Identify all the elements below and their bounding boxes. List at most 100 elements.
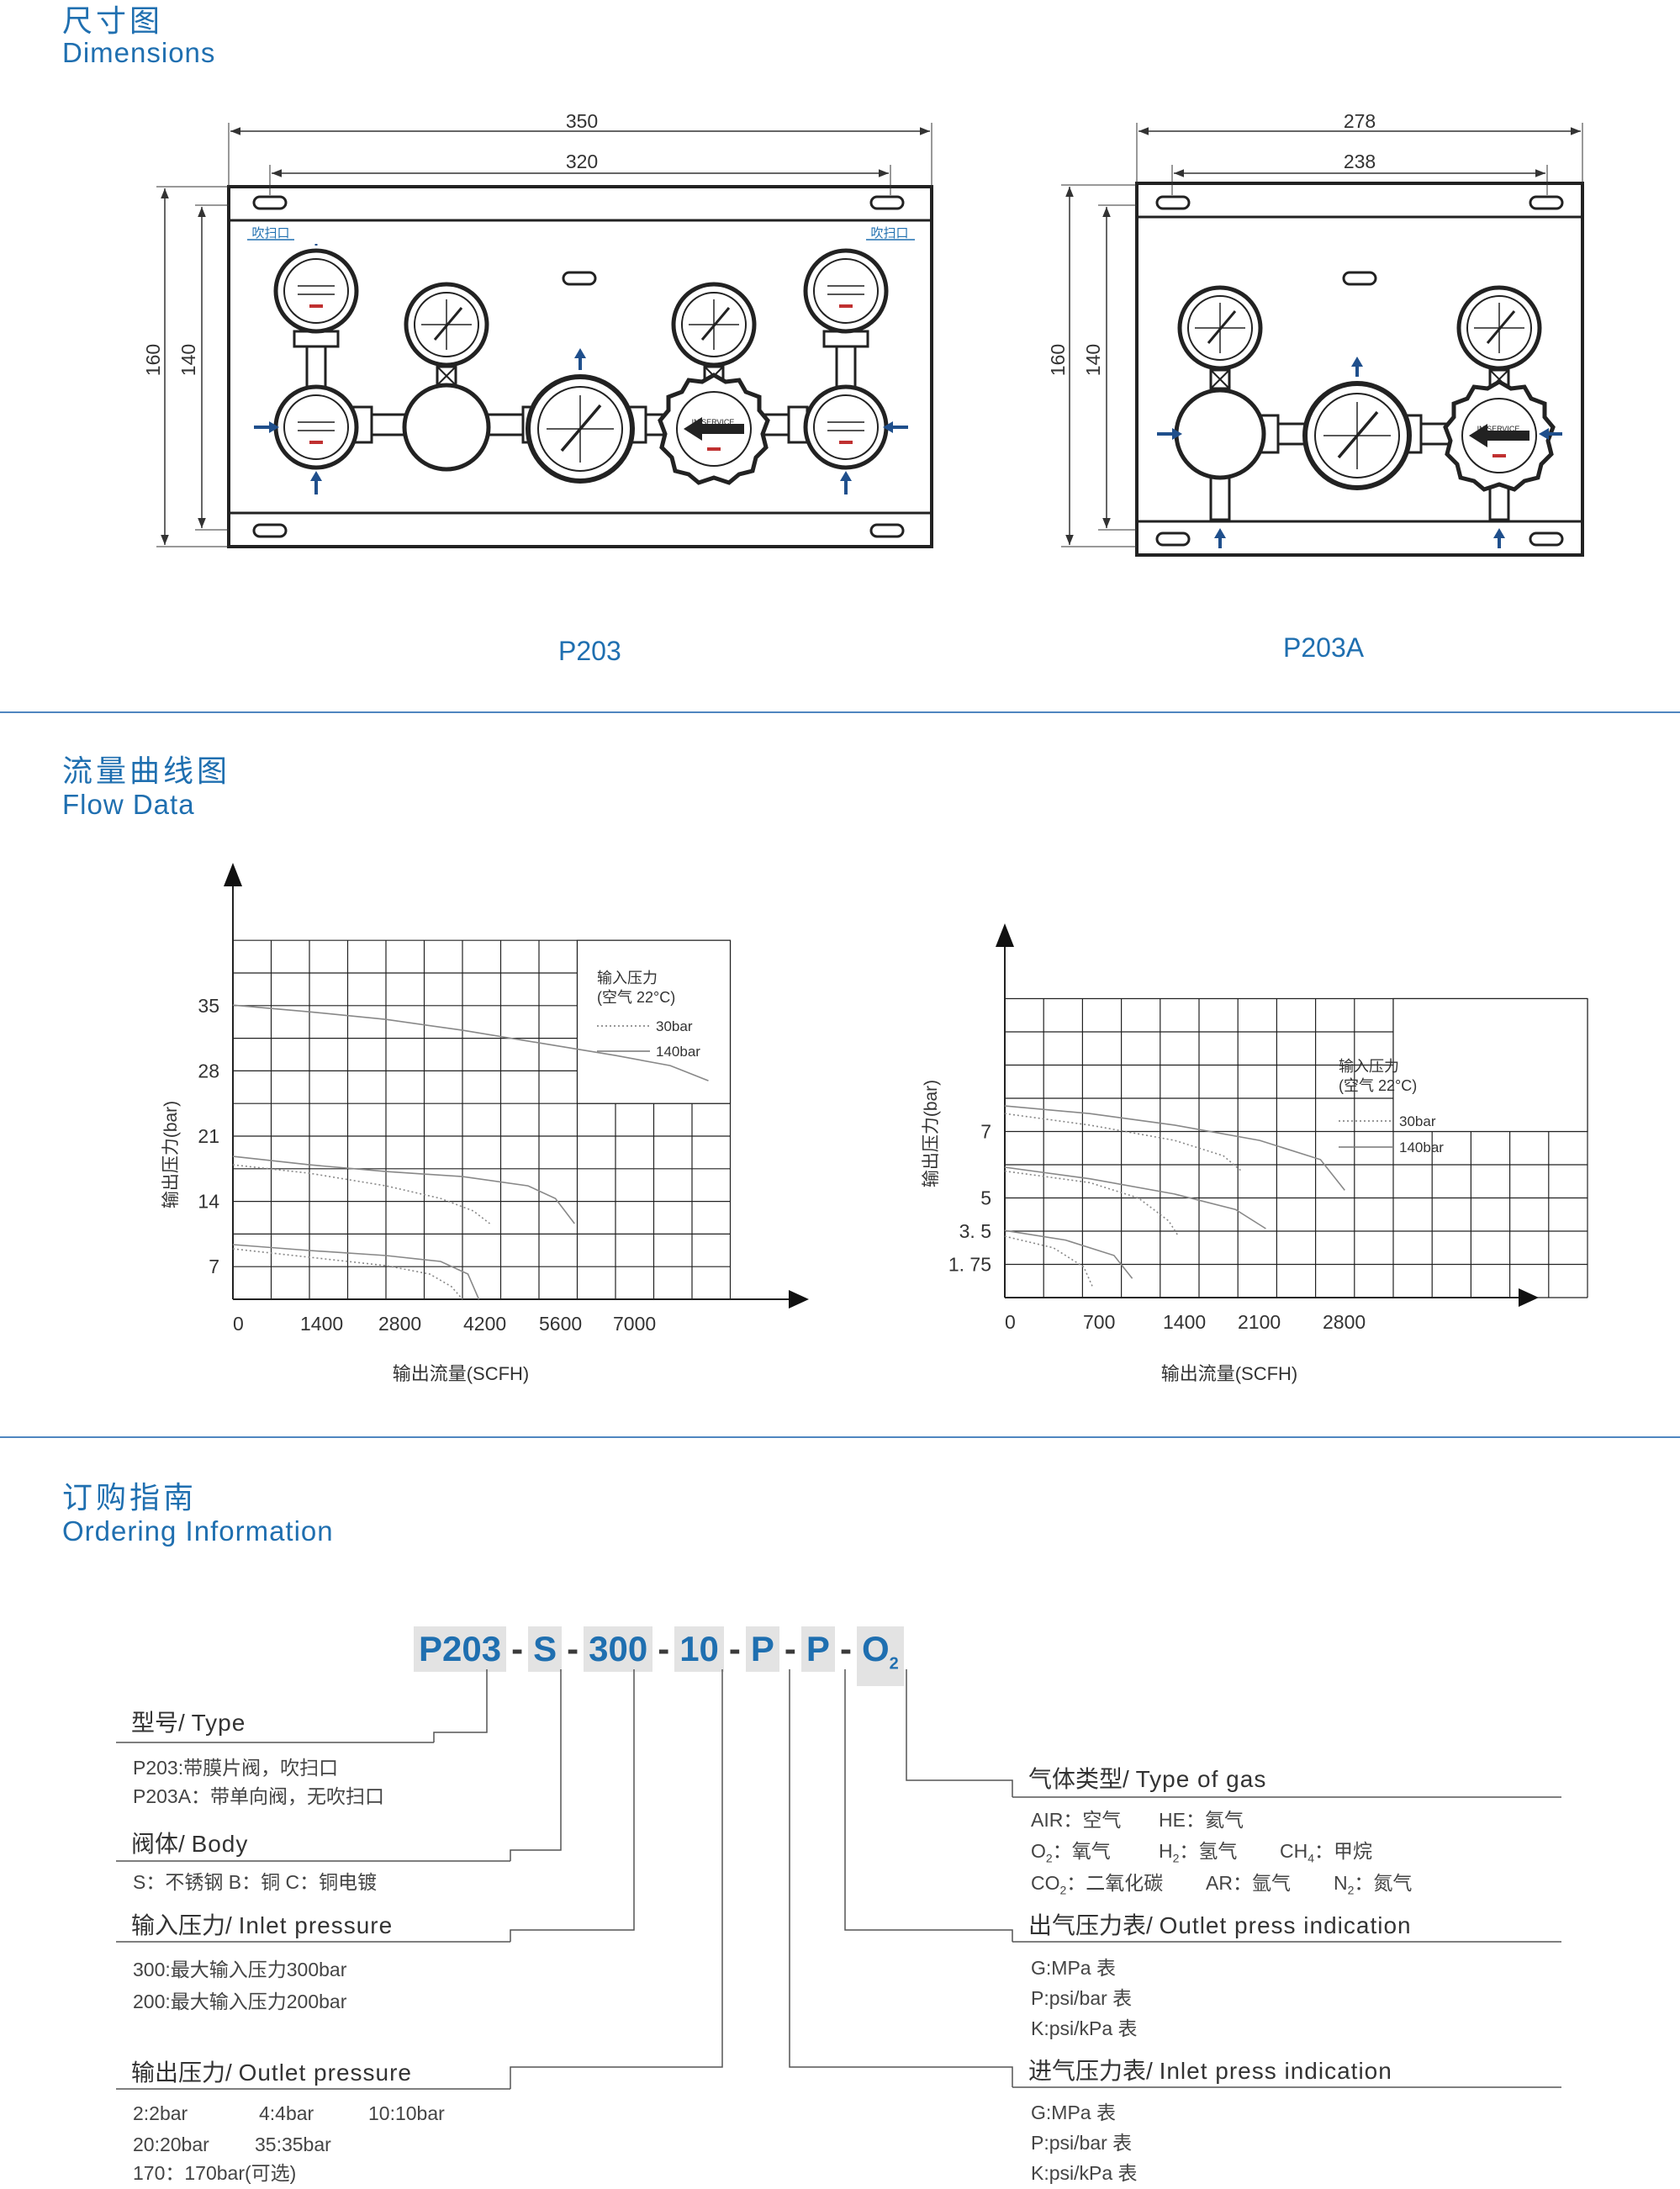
gas-o2-symbol: O xyxy=(1031,1840,1046,1862)
p203a-width-inner: 238 xyxy=(1344,151,1376,172)
x-tick-label: 1400 xyxy=(300,1313,343,1335)
curve-140bar xyxy=(232,1244,480,1300)
body-label-en: Body xyxy=(191,1831,249,1857)
chart1-ylabel: 输出压力(bar) xyxy=(161,1101,181,1208)
code-dash: - xyxy=(511,1629,524,1668)
section-divider-1 xyxy=(0,711,1680,713)
gas-ar: AR：氩气 xyxy=(1206,1872,1291,1894)
gas-air: AIR：空气 xyxy=(1031,1809,1122,1831)
inlet-pressure-label-cn: 输入压力/ xyxy=(131,1912,232,1938)
gas-n2: N2：氮气 xyxy=(1334,1868,1412,1906)
gas-n2-name: ：氮气 xyxy=(1354,1872,1413,1894)
gas-o2-sub: 2 xyxy=(1045,1851,1053,1865)
p203a-height-outer: 160 xyxy=(1047,344,1069,376)
p203a-width-outer: 278 xyxy=(1344,110,1376,132)
inlet-pressure-label-en: Inlet pressure xyxy=(238,1912,394,1938)
chart2-y-arrow xyxy=(996,923,1014,947)
outlet-pressure-r1c1: 2:2bar xyxy=(133,2102,188,2124)
chart2-legend-title: 输入压力 xyxy=(1339,1058,1399,1075)
chart1-x-arrow xyxy=(789,1290,809,1309)
body-desc-1: S：不锈钢 B：铜 C：铜电镀 xyxy=(133,1871,378,1893)
outlet-indication-k: K:psi/kPa 表 xyxy=(1031,2017,1138,2039)
type-label-en: Type xyxy=(191,1710,246,1736)
chart2-legend-140bar: 140bar xyxy=(1399,1139,1444,1155)
y-tick-label: 28 xyxy=(198,1060,219,1081)
inlet-indication-label-cn: 进气压力表/ xyxy=(1028,2058,1153,2084)
p203a-height-inner: 140 xyxy=(1082,344,1104,376)
inlet-indication-label-en: Inlet press indication xyxy=(1159,2058,1392,2084)
chart1-legend-140bar: 140bar xyxy=(656,1044,700,1060)
outlet-indication-label: 出气压力表/ Outlet press indication xyxy=(1028,1907,1412,1941)
flow-heading-cn: 流量曲线图 xyxy=(62,753,231,788)
gas-ch4-name: ：甲烷 xyxy=(1314,1840,1373,1862)
p203-purge-left: 吹扫口 xyxy=(251,226,289,241)
gas-type-label: 气体类型/ Type of gas xyxy=(1028,1761,1266,1795)
curve-30bar xyxy=(232,1248,463,1300)
dimensions-heading-cn: 尺寸图 xyxy=(62,3,164,38)
chart1-legend-30bar: 30bar xyxy=(656,1018,693,1034)
y-tick-label: 21 xyxy=(198,1125,219,1147)
y-tick-label: 7 xyxy=(980,1121,991,1143)
curve-140bar xyxy=(1004,1229,1133,1279)
gas-co2: CO2：二氧化碳 xyxy=(1031,1868,1163,1906)
x-tick-label: 2800 xyxy=(1323,1311,1366,1333)
y-tick-label: 35 xyxy=(198,995,219,1017)
type-label: 型号/ Type xyxy=(131,1705,246,1738)
outlet-indication-p: P:psi/bar 表 xyxy=(1031,1987,1133,2009)
gas-co2-name: ：二氧化碳 xyxy=(1066,1872,1164,1894)
chart1-xlabel: 输出流量(SCFH) xyxy=(393,1363,530,1384)
outlet-indication-g: G:MPa 表 xyxy=(1031,1957,1116,1979)
code-seg-inlet: 300 xyxy=(584,1626,653,1672)
type-desc-1: P203:带膜片阀，吹扫口 xyxy=(133,1757,339,1779)
chart1-curves xyxy=(232,1004,709,1300)
inlet-pressure-desc-2: 200:最大输入压力200bar xyxy=(133,1991,347,2012)
code-seg-body: S xyxy=(528,1626,563,1672)
gas-ch4-sub: 4 xyxy=(1308,1851,1315,1865)
code-dash: - xyxy=(658,1629,670,1668)
ordering-leader-lines xyxy=(116,1669,1561,2090)
gas-h2-sub: 2 xyxy=(1172,1851,1180,1865)
outlet-pressure-r2c1: 20:20bar xyxy=(133,2133,209,2155)
code-seg-outlet-gauge: P xyxy=(800,1626,835,1672)
gas-ch4: CH4：甲烷 xyxy=(1280,1836,1372,1874)
chart1-legend-title: 输入压力 xyxy=(597,970,658,986)
code-dash: - xyxy=(567,1629,579,1668)
curve-140bar xyxy=(232,1004,709,1081)
code-dash: - xyxy=(839,1629,852,1668)
inlet-pressure-label: 输入压力/ Inlet pressure xyxy=(131,1907,393,1941)
code-gas-symbol: O xyxy=(861,1629,890,1668)
body-label-cn: 阀体/ xyxy=(131,1831,185,1857)
dimension-drawings: IN SERVICE IN SERVICE 350 320 160 140 吹扫… xyxy=(142,110,1584,557)
p203-width-inner: 320 xyxy=(566,151,598,172)
outlet-pressure-label-en: Outlet pressure xyxy=(238,2059,412,2086)
chart1-legend-subtitle: (空气 22°C) xyxy=(597,989,675,1006)
y-tick-label: 5 xyxy=(980,1187,991,1209)
p203-height-inner: 140 xyxy=(177,344,199,376)
inlet-indication-label: 进气压力表/ Inlet press indication xyxy=(1028,2053,1392,2086)
inlet-indication-k: K:psi/kPa 表 xyxy=(1031,2162,1138,2184)
code-seg-gas: O2 xyxy=(856,1626,904,1687)
curve-30bar xyxy=(1004,1113,1243,1172)
gas-n2-symbol: N xyxy=(1334,1872,1348,1894)
flow-heading-en: Flow Data xyxy=(62,789,195,820)
chart1-y-arrow xyxy=(224,863,242,886)
section-divider-2 xyxy=(0,1436,1680,1438)
legend-box xyxy=(1392,997,1588,1133)
code-seg-outlet: 10 xyxy=(674,1626,724,1672)
outlet-pressure-r2c2: 35:35bar xyxy=(255,2133,331,2155)
code-seg-inlet-gauge: P xyxy=(745,1626,779,1672)
inlet-indication-g: G:MPa 表 xyxy=(1031,2102,1116,2123)
gas-o2: O2：氧气 xyxy=(1031,1836,1111,1874)
y-tick-label: 14 xyxy=(198,1191,219,1213)
chart2-legend-subtitle: (空气 22°C) xyxy=(1339,1077,1417,1094)
code-seg-model: P203 xyxy=(414,1626,507,1672)
outlet-pressure-label-cn: 输出压力/ xyxy=(131,2059,232,2086)
x-tick-label: 0 xyxy=(233,1313,244,1335)
x-tick-label: 5600 xyxy=(539,1313,582,1335)
p203-height-outer: 160 xyxy=(142,344,164,376)
outlet-pressure-r3c1: 170：170bar(可选) xyxy=(133,2162,297,2184)
x-tick-label: 2100 xyxy=(1238,1311,1281,1333)
